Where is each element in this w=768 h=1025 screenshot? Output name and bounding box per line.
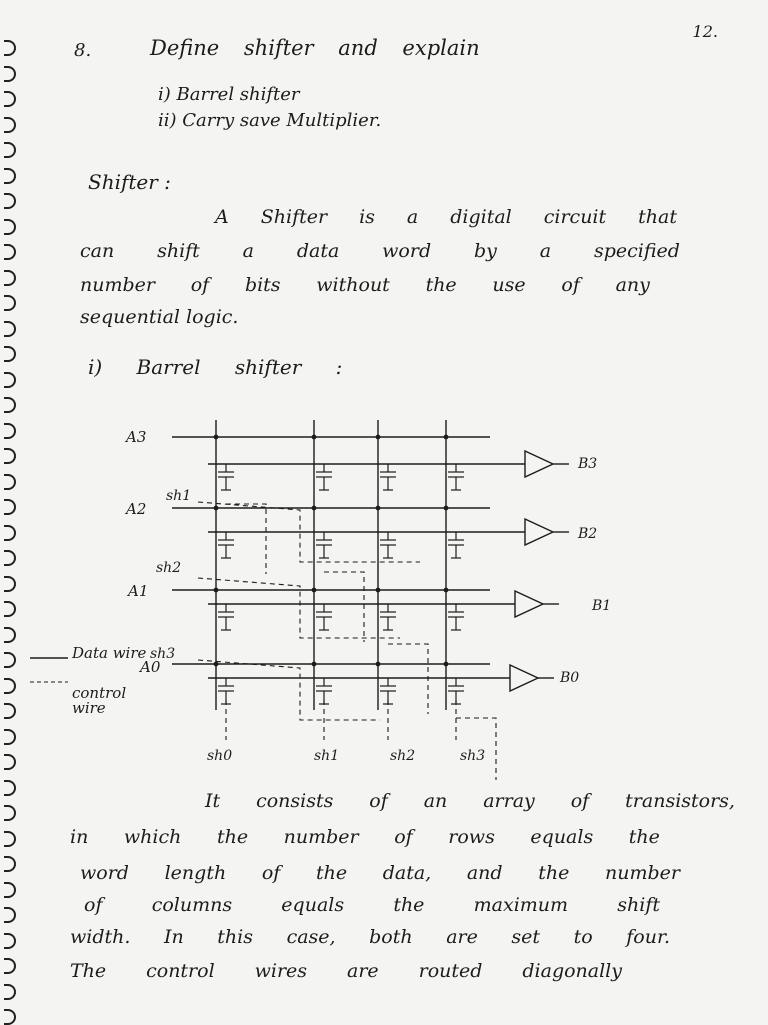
shift-line-label-sh1: sh1 [166, 488, 191, 504]
output-label-b0: B0 [559, 670, 579, 686]
shift-line-label-sh3: sh3 [150, 646, 175, 662]
question-number: 8. [74, 40, 92, 61]
shift-bottom-sh3: sh3 [460, 748, 485, 764]
legend-control-wire: control wire [72, 684, 127, 717]
legend-lines [30, 657, 68, 683]
shifter-heading: Shifter : [88, 170, 171, 194]
shift-bottom-sh0: sh0 [207, 748, 232, 764]
output-label-b1: B1 [591, 598, 611, 614]
barrel-heading: i) Barrel shifter : [88, 355, 343, 379]
question-title: Define shifter and explain [150, 36, 480, 60]
shifter-line-4: sequential logic. [80, 306, 239, 328]
input-label-a1: A1 [126, 582, 148, 600]
input-label-a2: A2 [124, 500, 146, 518]
shift-bottom-sh1: sh1 [314, 748, 339, 764]
legend-data-wire: Data wire [72, 644, 147, 662]
question-item-2: ii) Carry save Multiplier. [158, 110, 382, 131]
shift-bottom-sh2: sh2 [390, 748, 415, 764]
shift-line-label-sh2: sh2 [156, 560, 181, 576]
output-label-b3: B3 [577, 456, 597, 472]
barrel-shifter-diagram: A3 A2 A1 A0 B3 B2 B1 B0 sh1 sh2 sh3 sh0 … [124, 420, 611, 780]
question-item-1: i) Barrel shifter [158, 84, 300, 105]
page-number: 12. [692, 22, 718, 41]
output-label-b2: B2 [577, 526, 597, 542]
input-label-a3: A3 [124, 428, 146, 446]
input-label-a0: A0 [138, 658, 161, 676]
